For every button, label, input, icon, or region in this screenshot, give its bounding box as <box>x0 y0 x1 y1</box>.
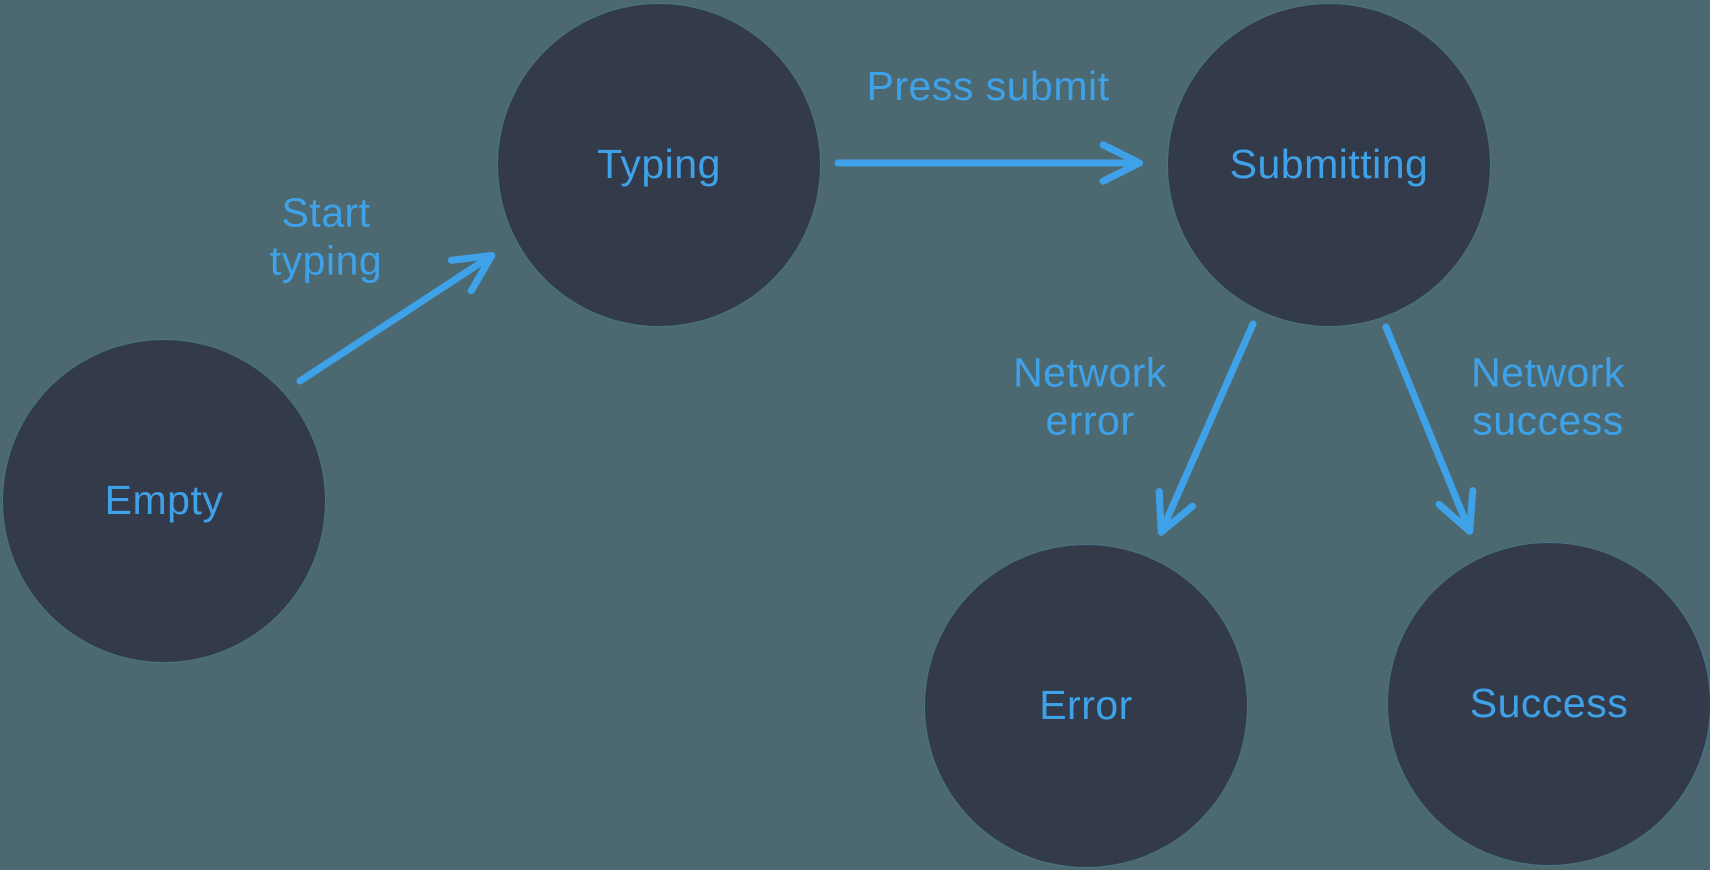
edge-label-press-submit: Press submit <box>866 63 1110 110</box>
edge-label-network-success: Network success <box>1471 349 1625 443</box>
state-node-success: Success <box>1388 543 1710 865</box>
edge-label-network-error: Network error <box>1013 349 1167 443</box>
state-label-error: Error <box>1039 682 1133 729</box>
state-label-success: Success <box>1469 680 1629 727</box>
state-label-empty: Empty <box>104 477 224 524</box>
state-node-error: Error <box>925 545 1247 867</box>
state-node-submitting: Submitting <box>1168 4 1490 326</box>
edge-label-start-typing: Start typing <box>269 189 383 283</box>
state-label-submitting: Submitting <box>1229 141 1429 188</box>
state-node-empty: Empty <box>3 340 325 662</box>
state-label-typing: Typing <box>597 141 721 188</box>
state-node-typing: Typing <box>498 4 820 326</box>
